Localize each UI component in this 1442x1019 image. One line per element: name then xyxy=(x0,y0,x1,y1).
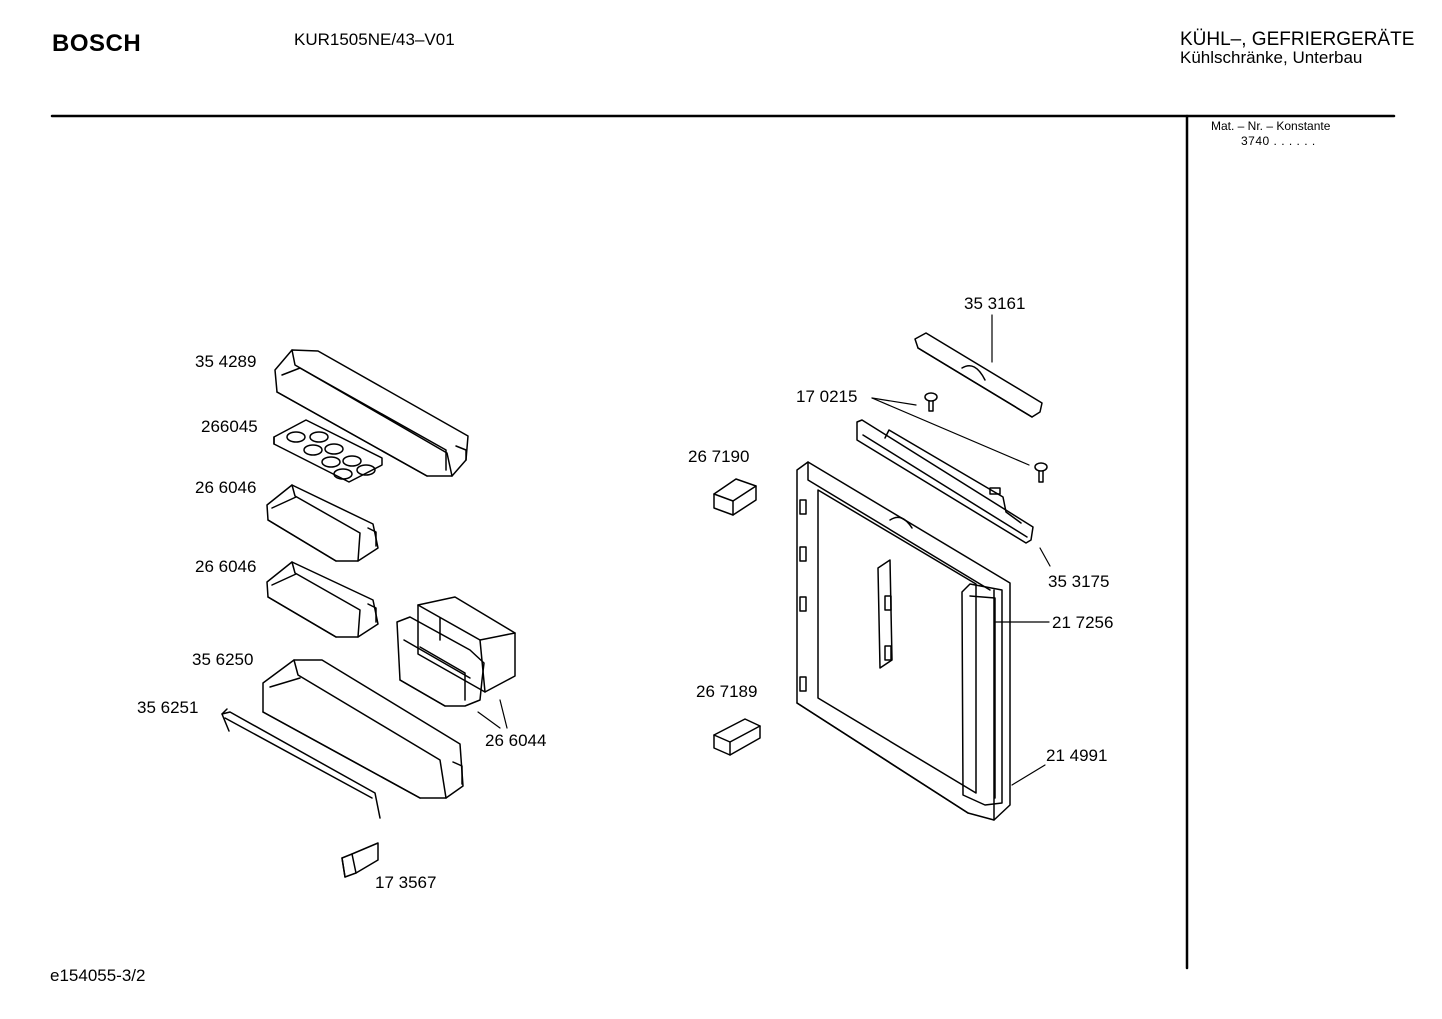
leader-lines xyxy=(477,314,1051,786)
dairy-box-drawing xyxy=(417,596,516,693)
part-label-170215[interactable]: 17 0215 xyxy=(796,387,858,406)
category-title: KÜHL–, GEFRIERGERÄTE xyxy=(1180,29,1415,50)
part-label-266046-upper[interactable]: 26 6046 xyxy=(195,478,257,497)
small-clip-drawing xyxy=(341,842,379,878)
model-number: KUR1505NE/43–V01 xyxy=(294,30,455,49)
part-label-356251[interactable]: 35 6251 xyxy=(137,698,199,717)
part-label-354289[interactable]: 35 4289 xyxy=(195,352,257,371)
part-label-173567[interactable]: 17 3567 xyxy=(375,873,437,892)
material-number-label: Mat. – Nr. – Konstante xyxy=(1211,119,1331,133)
part-label-266046-lower[interactable]: 26 6046 xyxy=(195,557,257,576)
part-label-353175[interactable]: 35 3175 xyxy=(1048,572,1110,591)
door-panel-drawing xyxy=(796,461,1011,821)
brand-logo: BOSCH xyxy=(52,30,142,57)
part-label-267190[interactable]: 26 7190 xyxy=(688,447,750,466)
part-label-266045[interactable]: 266045 xyxy=(201,417,258,436)
part-label-217256[interactable]: 21 7256 xyxy=(1052,613,1114,632)
screw-upper-drawing xyxy=(924,392,938,412)
hinge-upper-drawing xyxy=(713,478,757,516)
hinge-lower-drawing xyxy=(713,718,761,756)
door-bracket-drawing xyxy=(856,419,1034,544)
drawing-id: e154055-3/2 xyxy=(50,966,146,985)
door-gasket-drawing xyxy=(961,583,1003,806)
part-label-356250[interactable]: 35 6250 xyxy=(192,650,254,669)
screw-lower-drawing xyxy=(1034,462,1048,483)
material-number-value: 3740 . . . . . . xyxy=(1241,134,1316,148)
bottle-shelf-drawing xyxy=(262,659,464,799)
door-shelf-small-upper-drawing xyxy=(266,484,379,562)
part-label-353161[interactable]: 35 3161 xyxy=(964,294,1026,313)
door-shelf-small-lower-drawing xyxy=(266,561,379,638)
part-label-214991[interactable]: 21 4991 xyxy=(1046,746,1108,765)
door-shelf-long-drawing xyxy=(274,349,469,477)
part-label-266044[interactable]: 26 6044 xyxy=(485,731,547,750)
egg-tray-drawing xyxy=(273,419,383,483)
part-label-267189[interactable]: 26 7189 xyxy=(696,682,758,701)
bottle-bar-drawing xyxy=(221,708,381,819)
dairy-box-cover-drawing xyxy=(396,616,485,707)
category-subtitle: Kühlschränke, Unterbau xyxy=(1180,48,1363,67)
door-handle-strip-drawing xyxy=(914,332,1043,418)
